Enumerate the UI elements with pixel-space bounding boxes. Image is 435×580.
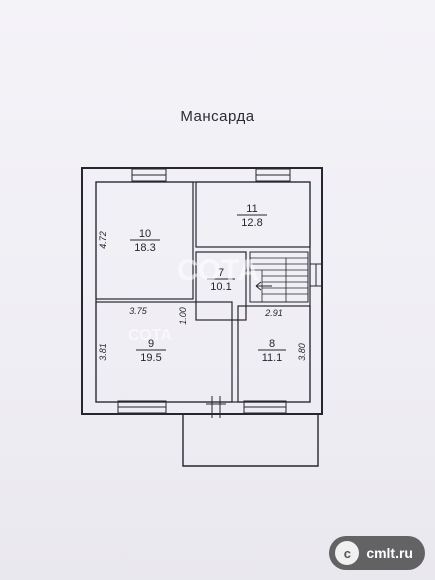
dim-left-upper: 4.72 (98, 231, 108, 249)
room-7-area: 10.1 (210, 281, 231, 293)
dim-left-lower: 3.81 (98, 343, 108, 361)
watermark-badge: c cmlt.ru (329, 536, 425, 570)
dimension-labels: 4.72 3.75 1.00 2.91 3.81 3.80 (98, 231, 307, 361)
room-7-number: 7 (218, 267, 224, 279)
room-10-outline (95, 181, 194, 300)
logo-icon: c (335, 541, 360, 565)
stair-arrow-icon (255, 281, 272, 291)
dim-corridor-width: 1.00 (178, 307, 188, 325)
stair-treads (250, 257, 308, 302)
balcony-outline (182, 414, 319, 467)
dim-room8-top: 2.91 (264, 308, 283, 318)
room-9-area: 19.5 (140, 352, 161, 364)
stair-outline (249, 251, 309, 303)
room-11-number: 11 (246, 203, 257, 215)
room-10-number: 10 (139, 228, 151, 240)
watermark-text-2: СОТА (128, 327, 172, 344)
watermark-text-1: СОТА (177, 254, 259, 287)
room-11-area: 12.8 (241, 217, 262, 229)
watermark-site-text: cmlt.ru (366, 545, 413, 561)
outer-wall-outer (81, 167, 323, 415)
center-watermark: СОТА СОТА (128, 254, 259, 344)
room-7-outline (195, 251, 247, 321)
room-9-number: 9 (148, 338, 154, 350)
room-labels: 10 18.3 11 12.8 7 10.1 9 19.5 8 11.1 (130, 203, 286, 364)
room-11-outline (195, 181, 311, 248)
room-9-outline (95, 301, 233, 403)
balcony-door (206, 396, 226, 418)
plan-title: Мансарда (180, 108, 255, 125)
dim-room9-top: 3.75 (129, 306, 148, 316)
room-8-number: 8 (269, 338, 275, 350)
room-10-area: 18.3 (134, 242, 155, 254)
room-8-outline (237, 305, 311, 403)
room-8-area: 11.1 (262, 352, 283, 364)
dim-right-lower: 3.80 (297, 343, 307, 361)
outer-wall-inner (95, 181, 311, 403)
windows (117, 168, 323, 414)
